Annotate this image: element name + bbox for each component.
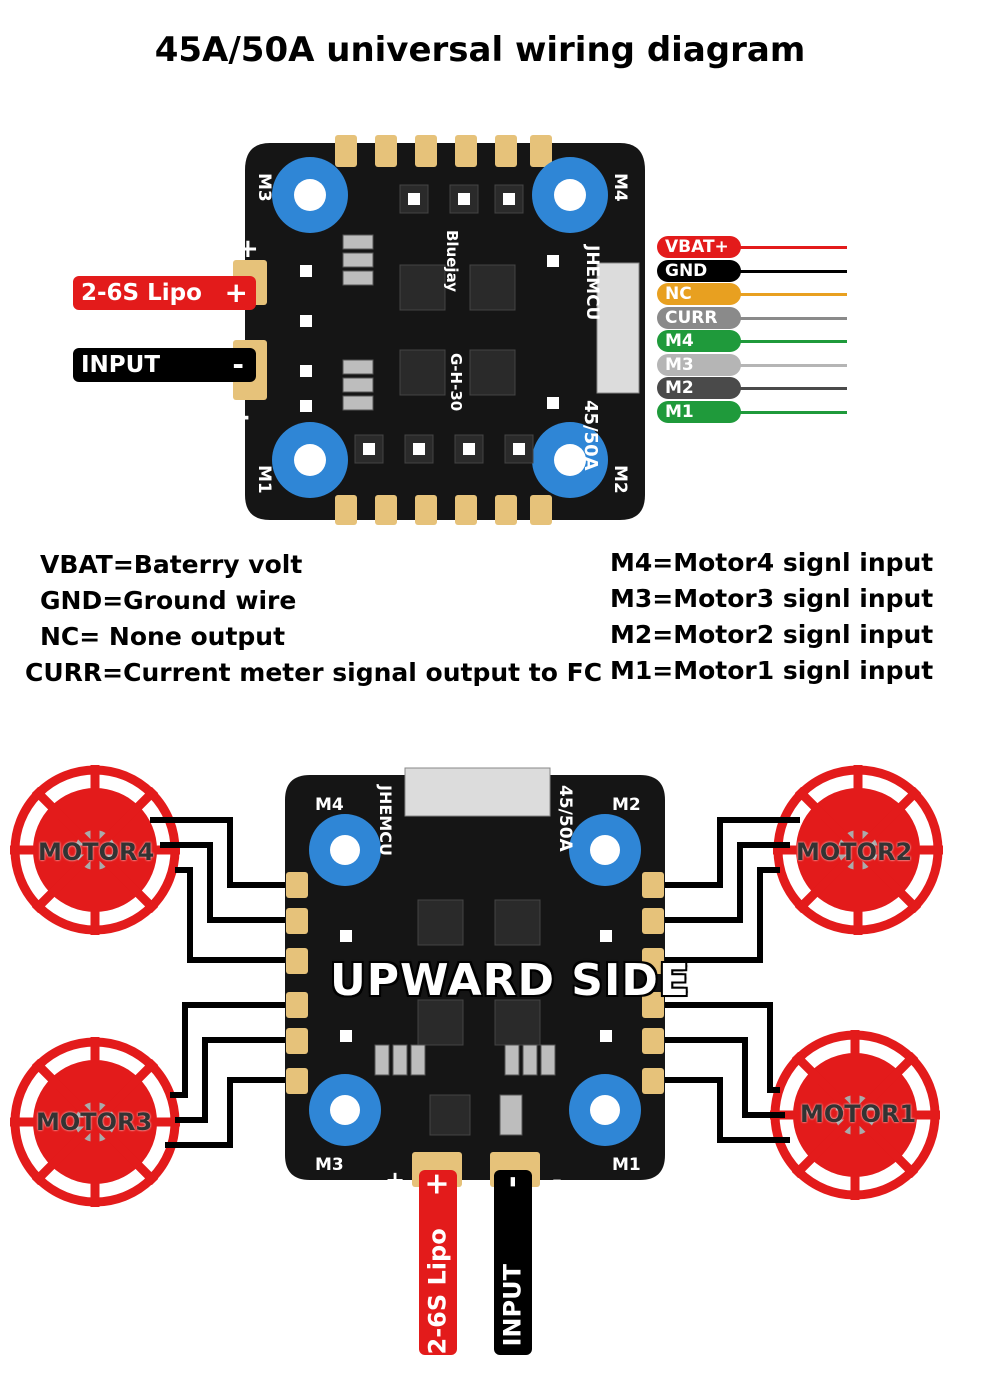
legend-m2: M2=Motor2 signl input [610, 620, 934, 649]
legend-m1: M1=Motor1 signl input [610, 656, 934, 685]
bottom-mount-label-m1: M1 [612, 1155, 641, 1175]
top-lipo-label-text: 2-6S Lipo [81, 280, 202, 306]
pin-wire [737, 363, 847, 367]
bottom-lipo-text: 2-6S Lipo [423, 1228, 452, 1355]
pin-wire [737, 387, 847, 390]
pin-wire [737, 340, 847, 343]
pin-wire [737, 246, 847, 249]
bottom-board-plus-sign: + [385, 1166, 405, 1194]
bottom-mount-label-m4: M4 [315, 795, 344, 815]
top-mount-label-m2: M2 [610, 465, 630, 494]
legend-m3: M3=Motor3 signl input [610, 584, 934, 613]
top-lipo-label: 2-6S Lipo + [73, 276, 256, 310]
top-board-model: 45/50A [580, 400, 601, 471]
bottom-wiring-diagram: JHEMCU 45/50A M4 M2 M3 M1 + - [10, 765, 943, 1207]
pin-label-m4: M4 [657, 330, 741, 352]
pin-label-m1: M1 [657, 400, 741, 423]
motor2-label: MOTOR2 [796, 838, 913, 866]
top-mount-label-m3: M3 [254, 173, 274, 202]
legend-curr: CURR=Current meter signal output to FC [25, 658, 603, 687]
pin-wire [737, 316, 847, 320]
motor2-graphic [773, 765, 943, 935]
page-title: 45A/50A universal wiring diagram [154, 30, 806, 70]
pin-label-nc: NC [657, 283, 741, 305]
bottom-input-minus: - [494, 1175, 530, 1188]
legend-m4: M4=Motor4 signl input [610, 548, 934, 577]
pin-wire [737, 410, 847, 414]
bottom-input-label [494, 1170, 532, 1355]
top-esc-board: JHEMCU 45/50A Bluejay G-H-30 M3 M4 M1 M2… [233, 135, 645, 525]
pin-label-gnd: GND [657, 259, 741, 282]
bottom-input-text: INPUT [498, 1264, 527, 1347]
bottom-input-label-text: INPUT - [494, 1170, 530, 1355]
bottom-lipo-label-text: 2-6S Lipo + [419, 1170, 455, 1355]
upward-side-label: UPWARD SIDE [330, 955, 690, 1006]
pin-label-m3: M3 [657, 353, 741, 376]
top-mount-label-m4: M4 [610, 173, 630, 202]
top-board-chip: Bluejay [443, 230, 461, 292]
pin-label-vbat: VBAT+ [657, 236, 741, 258]
bottom-board-brand: JHEMCU [376, 784, 395, 856]
bottom-mount-label-m3: M3 [315, 1155, 344, 1175]
top-board-brand: JHEMCU [582, 244, 602, 320]
motor4-label: MOTOR4 [38, 838, 155, 866]
bottom-board-model: 45/50A [555, 785, 575, 853]
top-board-minus-sign: - [239, 402, 250, 432]
top-input-label-text: INPUT [81, 352, 161, 378]
top-board-firmware: G-H-30 [447, 353, 465, 411]
pin-wire [737, 293, 847, 296]
motor1-graphic [770, 1030, 940, 1200]
bottom-lipo-plus: + [419, 1171, 455, 1197]
top-lipo-plus: + [224, 276, 248, 309]
top-board-plus-sign: + [237, 234, 259, 264]
legend-vbat: VBAT=Baterry volt [40, 550, 303, 579]
legend-gnd: GND=Ground wire [40, 586, 297, 615]
pin-label-curr: CURR [657, 306, 741, 329]
bottom-mount-label-m2: M2 [612, 795, 641, 815]
motor1-label: MOTOR1 [800, 1100, 917, 1128]
top-input-label: INPUT - [73, 348, 256, 382]
top-mount-label-m1: M1 [254, 465, 274, 494]
top-input-minus: - [232, 348, 244, 381]
motor3-graphic [10, 1037, 180, 1207]
motor4-graphic [10, 765, 180, 935]
pin-label-m2: M2 [657, 377, 741, 399]
motor3-label: MOTOR3 [36, 1108, 153, 1136]
legend-left: VBAT=Baterry volt GND=Ground wire NC= No… [25, 550, 602, 694]
legend-right: M4=Motor4 signl input M3=Motor3 signl in… [610, 548, 933, 692]
legend-nc: NC= None output [40, 622, 286, 651]
bottom-lipo-label [419, 1170, 457, 1355]
pin-wire [737, 269, 847, 273]
bottom-board-minus-sign: - [552, 1166, 562, 1194]
